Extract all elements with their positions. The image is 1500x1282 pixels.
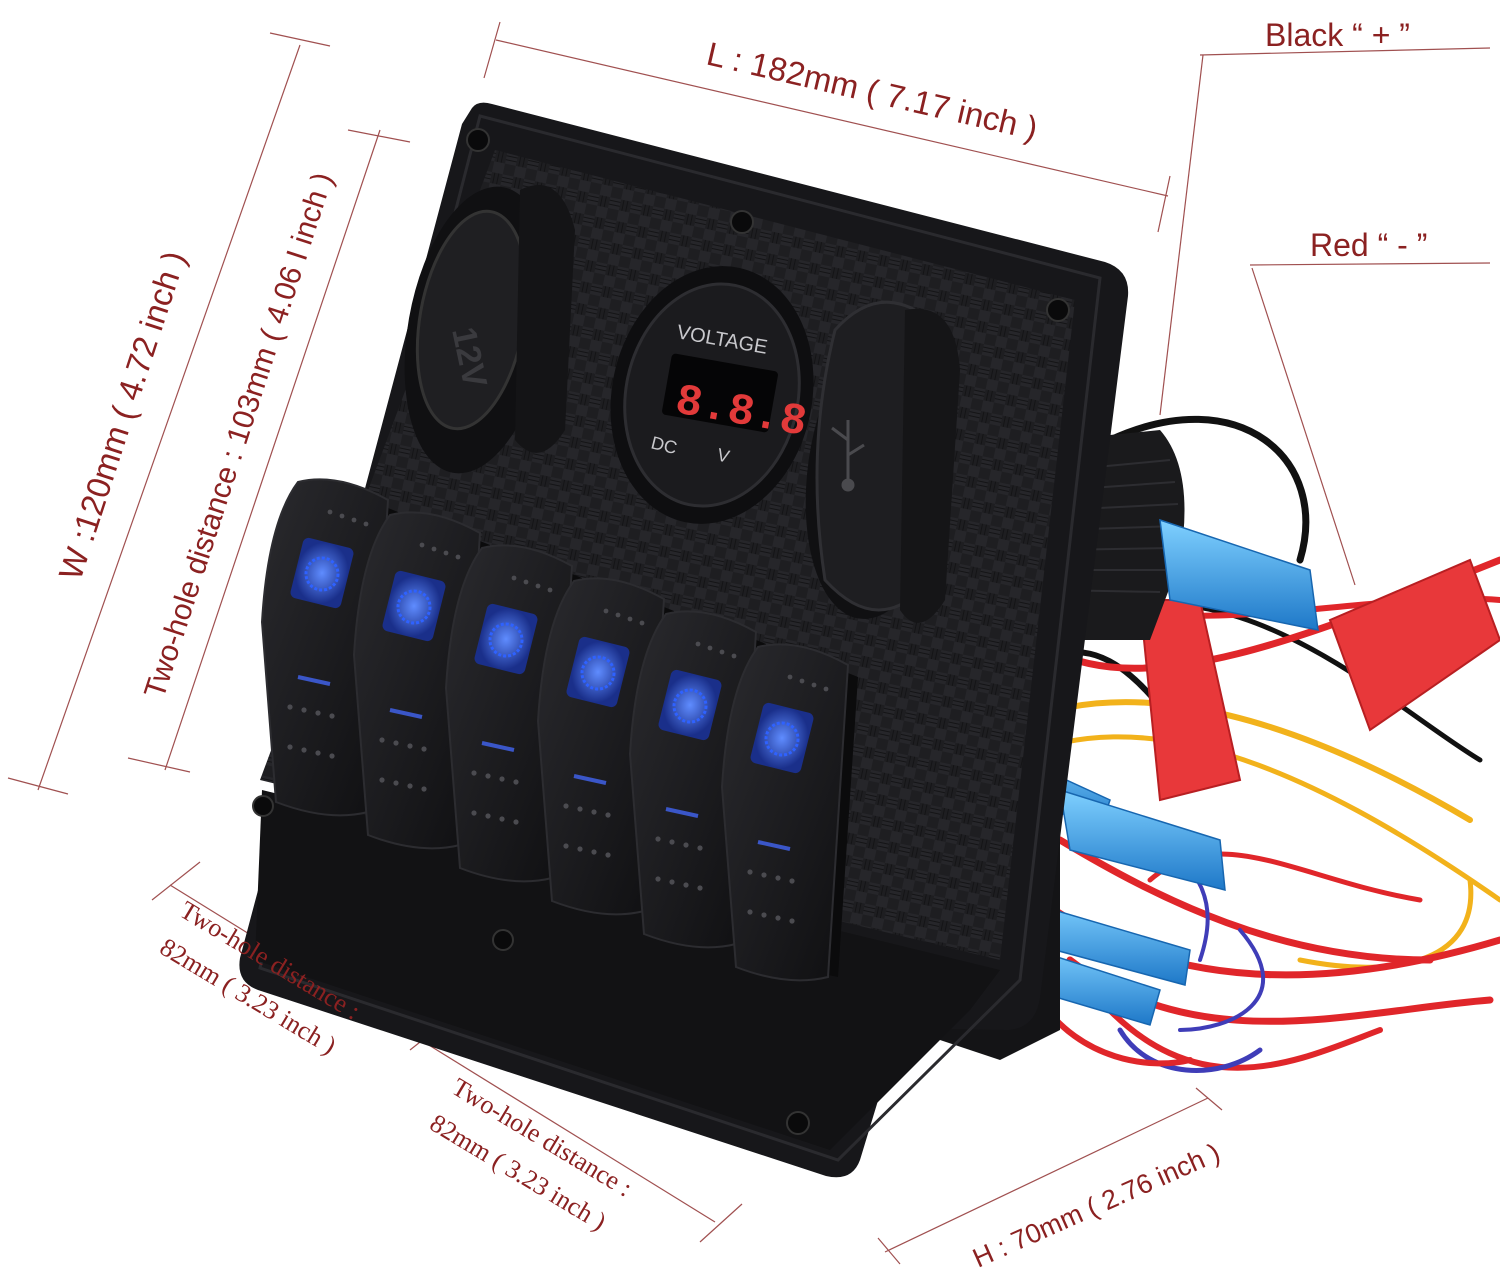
voltmeter xyxy=(610,266,814,524)
length-dimension-label: L : 182mm ( 7.17 inch ) xyxy=(703,35,1041,147)
usb-icon xyxy=(831,420,865,492)
width-dimension-label: W :120mm ( 4.72 inch ) xyxy=(51,247,192,585)
switch-led-icon xyxy=(658,669,722,741)
rocker-switches xyxy=(260,478,858,982)
socket-12v xyxy=(404,185,575,474)
fuse-holders xyxy=(1138,558,1500,802)
switch-led-icon xyxy=(750,702,814,774)
height-dimension-label: H : 70mm ( 2.76 inch ) xyxy=(968,1137,1224,1273)
voltmeter-v-label: V xyxy=(715,444,731,466)
switch-led-icon xyxy=(566,636,630,708)
black-wire-label: Black “ + ” xyxy=(1265,17,1410,53)
red-wire-label: Red “ - ” xyxy=(1310,227,1427,263)
rocker-switch-6[interactable] xyxy=(720,643,858,982)
dimension-lines xyxy=(7,21,1491,1265)
socket-usb xyxy=(805,300,960,623)
switch-led-icon xyxy=(474,603,538,675)
switch-led-icon xyxy=(290,537,354,609)
switch-led-icon xyxy=(382,570,446,642)
